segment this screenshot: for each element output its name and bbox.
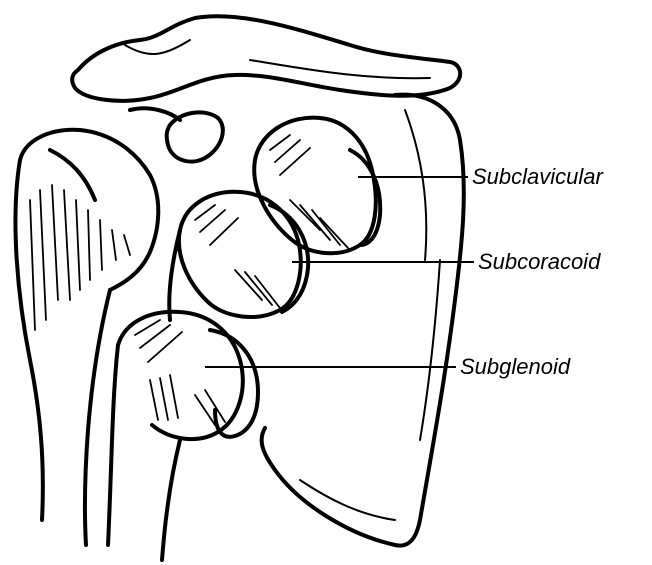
label-subcoracoid: Subcoracoid (478, 249, 601, 274)
label-subglenoid: Subglenoid (460, 354, 571, 379)
scapula (262, 95, 464, 546)
humerus-normal-position (15, 130, 158, 545)
clavicle (72, 16, 460, 101)
coracoid-process (130, 108, 223, 161)
label-subclavicular: Subclavicular (472, 164, 605, 189)
humeral-head-subclavicular (254, 118, 380, 254)
humeral-head-subglenoid (108, 312, 258, 560)
humeral-head-subcoracoid (169, 192, 308, 320)
